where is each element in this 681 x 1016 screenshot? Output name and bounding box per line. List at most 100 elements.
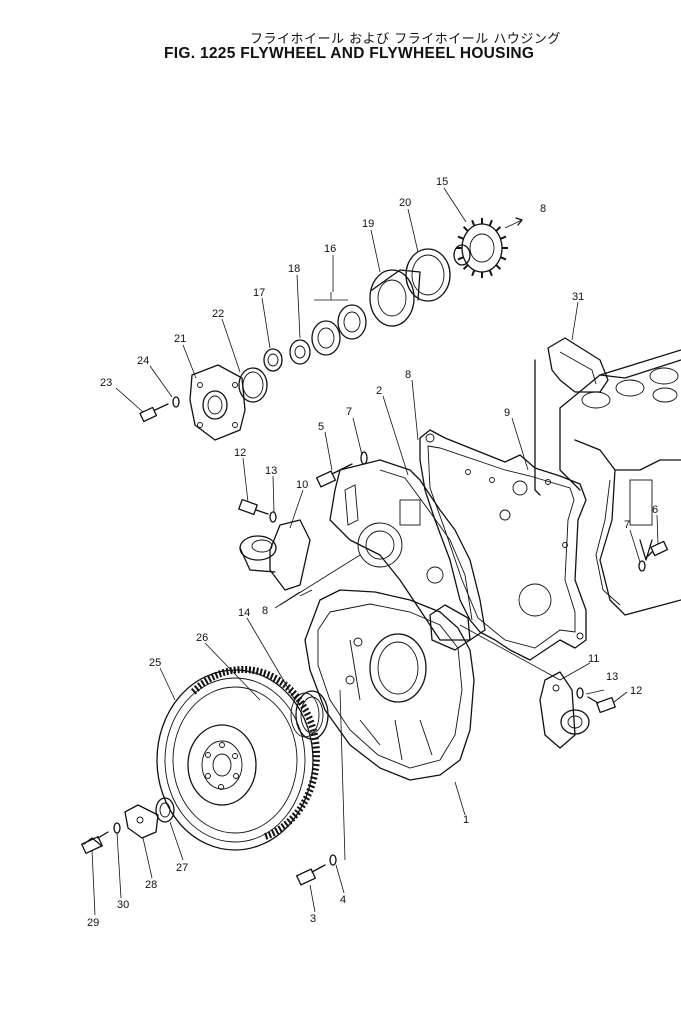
callout-17: 17 xyxy=(253,287,265,299)
gear-tooth xyxy=(282,681,288,689)
callout-4: 4 xyxy=(340,894,346,906)
gear-tooth xyxy=(297,700,305,706)
callout-14: 14 xyxy=(238,607,250,619)
gear-tooth xyxy=(259,668,263,676)
callout-20: 20 xyxy=(399,197,411,209)
gear-tooth xyxy=(306,787,314,793)
gear-tooth xyxy=(264,832,269,840)
gear-tooth xyxy=(462,226,469,232)
gear-tooth xyxy=(310,732,318,737)
callout-5: 5 xyxy=(318,421,324,433)
gear-tooth xyxy=(303,711,312,717)
gear-tooth xyxy=(262,669,267,677)
gear-tooth xyxy=(298,802,306,809)
callout-30: 30 xyxy=(117,899,129,911)
callout-31: 31 xyxy=(572,291,584,303)
gear-tooth xyxy=(274,827,280,835)
mount-bracket-right xyxy=(539,671,590,749)
gear-tooth xyxy=(307,719,315,725)
gear-tooth xyxy=(270,829,276,837)
callout-28: 28 xyxy=(145,879,157,891)
gear-tooth xyxy=(293,693,300,700)
gear-tooth xyxy=(266,671,271,679)
callout-29: 29 xyxy=(87,917,99,929)
title-japanese: フライホイール および フライホイール ハウジング xyxy=(250,32,561,47)
shaft-bearings xyxy=(263,292,367,372)
flywheel xyxy=(156,665,321,851)
callout-9: 9 xyxy=(504,407,510,419)
gear-tooth xyxy=(471,269,476,277)
gear-tooth xyxy=(197,682,203,690)
callout-2: 2 xyxy=(376,385,382,397)
gear-tooth xyxy=(457,256,464,261)
callout-11: 11 xyxy=(588,653,599,665)
fasteners xyxy=(81,396,669,886)
gear-tooth xyxy=(495,264,502,270)
gear-tooth xyxy=(291,812,299,819)
callout-7: 7 xyxy=(624,519,630,531)
gear-tooth xyxy=(272,674,278,682)
gear-tooth xyxy=(277,825,283,833)
flywheel-housing xyxy=(304,589,475,781)
mount-bracket-left xyxy=(239,519,311,591)
gear-tooth xyxy=(275,676,282,684)
gear-tooth xyxy=(312,746,320,749)
gear-tooth xyxy=(267,830,273,839)
callout-23: 23 xyxy=(100,377,112,389)
gear-tooth xyxy=(252,666,256,675)
gear-tooth xyxy=(500,235,507,240)
callout-27: 27 xyxy=(176,862,188,874)
callout-12: 12 xyxy=(234,447,246,459)
callout-7: 7 xyxy=(346,406,352,418)
callout-13: 13 xyxy=(265,465,277,477)
gear-tooth xyxy=(462,264,469,270)
gear-tooth xyxy=(309,780,317,785)
callout-22: 22 xyxy=(212,308,224,320)
gear-tooth xyxy=(307,784,316,789)
gear-tooth xyxy=(214,671,219,679)
figure-title: FIG. 1225 FLYWHEEL AND FLYWHEEL HOUSING xyxy=(164,45,535,62)
gear-tooth xyxy=(310,776,318,780)
bracket-31 xyxy=(534,337,609,496)
callout-16: 16 xyxy=(324,243,336,255)
gear-tooth xyxy=(190,687,198,695)
callout-10: 10 xyxy=(296,479,308,491)
callout-21: 21 xyxy=(174,333,186,345)
gear-tooth xyxy=(495,226,502,232)
gear-tooth xyxy=(302,795,310,801)
callout-25: 25 xyxy=(149,657,161,669)
gear-tooth xyxy=(203,677,209,685)
oil-seal xyxy=(290,690,329,740)
gear-tooth xyxy=(488,269,493,277)
engine-block xyxy=(559,349,681,616)
gear-tooth xyxy=(225,667,230,676)
drive-gear xyxy=(456,218,508,278)
gear-tooth xyxy=(312,763,320,767)
gear-tooth xyxy=(294,809,301,816)
gear-tooth xyxy=(255,667,260,675)
gear-tooth xyxy=(301,799,308,805)
gear-tooth xyxy=(308,723,316,729)
bearing-cage xyxy=(189,364,268,441)
callout-12: 12 xyxy=(630,685,642,697)
gear-tooth xyxy=(233,666,237,674)
callouts: 15 8 20 19 16 18 17 22 21 24 23 31 8 2 9… xyxy=(87,176,658,929)
callout-6: 6 xyxy=(652,504,658,516)
callout-26: 26 xyxy=(196,632,208,644)
gear-tooth xyxy=(210,673,216,681)
gear-tooth xyxy=(296,805,304,812)
leader-lines xyxy=(91,187,659,916)
callout-8: 8 xyxy=(262,605,268,617)
gear-tooth xyxy=(200,679,206,687)
callout-8: 8 xyxy=(405,369,411,381)
gear-tooth xyxy=(305,715,313,721)
rear-plate xyxy=(329,459,486,641)
callout-24: 24 xyxy=(137,355,149,367)
gear-tooth xyxy=(217,670,223,678)
gear-tooth xyxy=(289,815,296,822)
pilot-bearing xyxy=(124,797,175,839)
gear-tooth xyxy=(269,672,275,680)
callout-19: 19 xyxy=(362,218,374,230)
gear-tooth xyxy=(311,771,319,776)
